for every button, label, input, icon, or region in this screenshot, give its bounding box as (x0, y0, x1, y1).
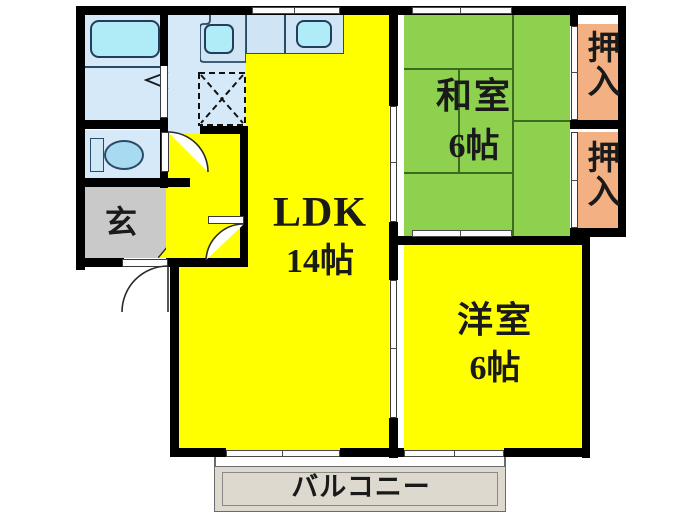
wall-ldk-bottom-mid (340, 448, 404, 457)
room-label-genkan: 玄 (104, 204, 137, 240)
bath-inner-divider (84, 66, 166, 68)
wall-washitsu-closet (570, 6, 578, 26)
kitchen-window-mullion (294, 7, 296, 14)
wall-ldk-yoshitsu (389, 236, 398, 280)
yoshitsu-balcony-door-mullion (454, 450, 456, 457)
wall-right-closet (618, 6, 626, 237)
counter-divider (284, 14, 286, 54)
closet-oshiire-lower-floor (578, 132, 622, 236)
wall-genkan-bottom (76, 258, 124, 267)
balcony-inner-line-bottom (222, 505, 498, 506)
room-ldk-floor-lower (178, 256, 268, 454)
washbasin-icon (204, 24, 234, 54)
toilet-door-panel[interactable] (161, 132, 169, 172)
washitsu-window-icon[interactable] (412, 7, 512, 14)
toilet-door-icon[interactable] (167, 131, 210, 176)
wall-ldk-washitsu (389, 6, 398, 106)
balcony-rail-left (214, 455, 216, 467)
room-label-ldk-size: 14帖 (286, 243, 354, 280)
balcony-inner-line-left (222, 472, 223, 506)
bathtub-icon (90, 20, 160, 58)
wall-yoshitsu-bottom (504, 448, 590, 457)
kitchen-sink-icon (296, 20, 332, 48)
balcony-inner-line (222, 472, 498, 473)
room-label-yoshitsu-name: 洋室 (456, 300, 533, 340)
wall-bath-bottom (76, 120, 168, 129)
tatami-line-3 (512, 14, 514, 236)
genkan-hall-door-icon[interactable] (205, 223, 246, 264)
wall-closet-mid (570, 120, 626, 129)
wall-ldk-washitsu-lower (389, 222, 398, 246)
wall-top-ldk (344, 6, 404, 15)
wall-washitsu-yoshitsu (389, 236, 590, 245)
balcony-inner-line-right (497, 472, 498, 506)
toilet-tank-icon (90, 138, 104, 172)
wall-right-yoshitsu (582, 236, 590, 458)
washing-machine-icon (198, 72, 246, 131)
wall-ldk-bottom (170, 448, 226, 457)
closet-label-oshiire-lower: 押入 (582, 140, 618, 208)
wall-genkan-bottom-right (166, 258, 248, 267)
tatami-line-2 (404, 172, 514, 174)
room-yoshitsu-floor (404, 244, 590, 454)
closet-oshiire-upper-floor (578, 24, 622, 124)
oshiire-lower-door-mullion (571, 180, 578, 182)
room-label-washitsu-name: 和室 (435, 76, 512, 116)
wall-washroom-bottom (200, 126, 246, 134)
room-label-washitsu-size: 6帖 (448, 128, 500, 165)
wall-ldk-left (170, 258, 179, 456)
entrance-door-panel[interactable] (122, 259, 168, 267)
toilet-icon (104, 140, 144, 170)
kitchen-window-icon[interactable] (252, 7, 340, 14)
genkan-hall-door-panel[interactable] (208, 216, 244, 224)
washitsu-window-mullion (460, 7, 462, 14)
wall-top-closet (570, 6, 626, 15)
wall-toilet-bottom (76, 178, 190, 187)
ldk-balcony-door-mullion (282, 450, 284, 457)
room-label-yoshitsu-size: 6帖 (469, 350, 521, 387)
balcony-rail-right (504, 455, 506, 467)
room-label-balcony: バルコニー (291, 472, 431, 502)
room-ldk-floor-main (246, 14, 389, 454)
bath-door-panel[interactable] (160, 64, 168, 118)
wall-ldk-yoshitsu-lower (389, 418, 398, 458)
washitsu-south-window-icon[interactable] (412, 230, 512, 237)
washitsu-south-window-mullion (460, 230, 462, 237)
oshiire-upper-door-mullion (571, 72, 578, 74)
ldk-washitsu-fusuma-icon[interactable] (390, 106, 397, 222)
tatami-line-5 (512, 120, 570, 122)
ldk-yoshitsu-door-mullion (390, 348, 397, 350)
wall-balcony-nub (390, 448, 404, 457)
tatami-line-4 (458, 68, 460, 172)
wall-bath-washroom (160, 6, 168, 66)
entrance-door-icon[interactable] (121, 265, 172, 314)
room-washitsu-floor (404, 14, 570, 236)
wall-washroom-right (240, 126, 248, 260)
closet-label-oshiire-upper: 押入 (582, 30, 618, 98)
ldk-washitsu-fusuma-mullion (390, 162, 397, 164)
room-label-ldk-name: LDK (272, 190, 367, 236)
wall-closet-bottom (570, 228, 626, 237)
wall-left-outer (76, 6, 85, 270)
room-balcony-floor (214, 466, 506, 512)
